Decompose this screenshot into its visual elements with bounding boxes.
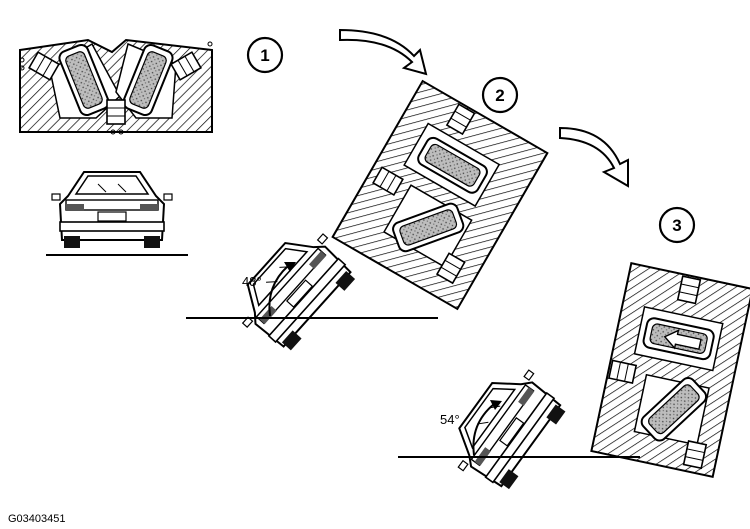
step-number-2: 2 <box>495 86 504 105</box>
curved-arrow-1 <box>339 28 428 76</box>
car-rear-tilted-48: 48° <box>186 218 438 361</box>
angle-arc-54 <box>472 403 495 456</box>
curved-arrow-2 <box>559 126 629 188</box>
car-rear-tilted-54: 54° <box>398 356 640 500</box>
step-number-3: 3 <box>672 216 681 235</box>
angle-label-54: 54° <box>440 412 460 427</box>
sensor-block-tilted-54 <box>590 262 750 478</box>
step-marker-3: 3 <box>658 206 696 244</box>
step-marker-2: 2 <box>481 76 519 114</box>
step-marker-1: 1 <box>246 36 284 74</box>
car-rear-upright <box>46 171 188 256</box>
step-number-1: 1 <box>260 46 269 65</box>
sensor-block-upright <box>19 38 213 135</box>
angle-arc-48 <box>268 265 289 317</box>
figure-code: G03403451 <box>8 513 66 525</box>
sensor-block-tilted-48 <box>331 79 549 311</box>
angle-label-48: 48° <box>242 274 262 289</box>
